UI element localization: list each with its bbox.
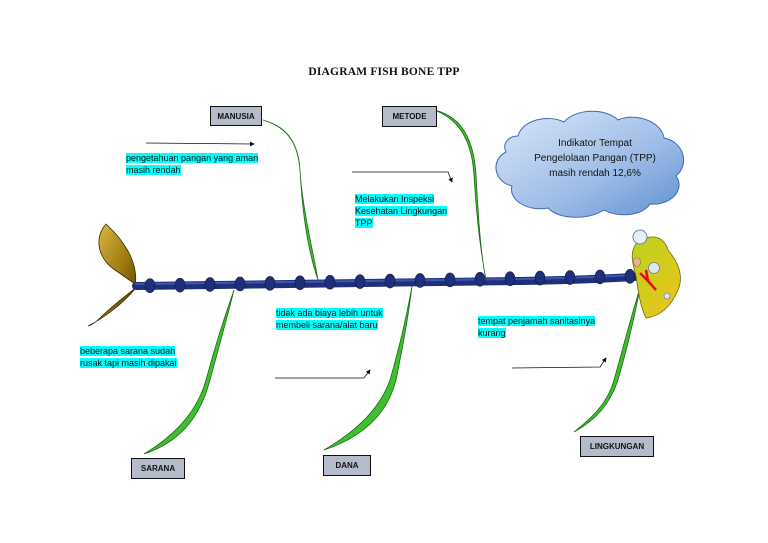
arrow-manusia: [145, 141, 255, 147]
cause-sarana: beberapa sarana sudah rusak tapi masih d…: [80, 345, 182, 369]
bone-sarana: [143, 289, 235, 455]
bone-manusia: [262, 119, 319, 281]
vertebra: [174, 277, 186, 293]
vertebra: [144, 278, 156, 294]
cause-lingkungan: tempat penjamah sanitasinya kurang: [478, 315, 602, 339]
diagram-title: DIAGRAM FISH BONE TPP: [308, 66, 460, 78]
vertebra: [354, 274, 366, 289]
vertebra: [234, 276, 246, 292]
vertebra: [534, 270, 546, 286]
effect-line-3: masih rendah 12,6%: [549, 168, 641, 179]
arrow-dana: [275, 369, 371, 379]
cause-metode-text: Melakukan Inspeksi Kesehatan Lingkungan …: [355, 194, 448, 228]
fish-head: [631, 229, 681, 319]
effect-text: Indikator Tempat Pengelolaan Pangan (TPP…: [505, 136, 685, 181]
vertebra: [624, 269, 636, 284]
vertebra: [414, 273, 426, 288]
effect-line-1: Indikator Tempat: [558, 138, 632, 149]
arrow-metode: [352, 171, 453, 183]
spine-vertebrae: [144, 269, 636, 294]
vertebra: [294, 275, 306, 291]
vertebra: [324, 274, 336, 290]
bone-metode: [433, 109, 487, 281]
category-dana[interactable]: DANA: [323, 455, 371, 476]
fish-tail: [87, 223, 139, 327]
bone-dana: [323, 285, 413, 451]
cause-manusia: pengetahuan pangan yang aman masih renda…: [126, 152, 268, 176]
effect-line-2: Pengelolaan Pangan (TPP): [534, 153, 656, 164]
vertebra: [504, 271, 516, 286]
spine: [132, 272, 652, 290]
cause-manusia-text: pengetahuan pangan yang aman masih renda…: [126, 153, 259, 175]
vertebra: [444, 272, 456, 288]
vertebra: [594, 269, 606, 285]
vertebra: [474, 271, 486, 287]
cause-dana: tidak ada biaya lebih untuk membeli sara…: [276, 307, 388, 331]
effect-cloud: [495, 110, 685, 218]
cause-dana-text: tidak ada biaya lebih untuk membeli sara…: [276, 308, 383, 330]
cause-metode: Melakukan Inspeksi Kesehatan Lingkungan …: [355, 193, 455, 229]
vertebra: [264, 276, 276, 291]
category-lingkungan[interactable]: LINGKUNGAN: [580, 436, 654, 457]
category-sarana[interactable]: SARANA: [131, 458, 185, 479]
bone-lingkungan: [573, 287, 641, 433]
vertebra: [384, 273, 396, 289]
category-manusia[interactable]: MANUSIA: [210, 106, 262, 126]
vertebra: [204, 277, 216, 292]
cause-lingkungan-text: tempat penjamah sanitasinya kurang: [478, 316, 596, 338]
arrow-lingkungan: [511, 357, 607, 369]
vertebra: [564, 270, 576, 285]
category-metode[interactable]: METODE: [382, 106, 437, 127]
cause-sarana-text: beberapa sarana sudah rusak tapi masih d…: [80, 346, 177, 368]
